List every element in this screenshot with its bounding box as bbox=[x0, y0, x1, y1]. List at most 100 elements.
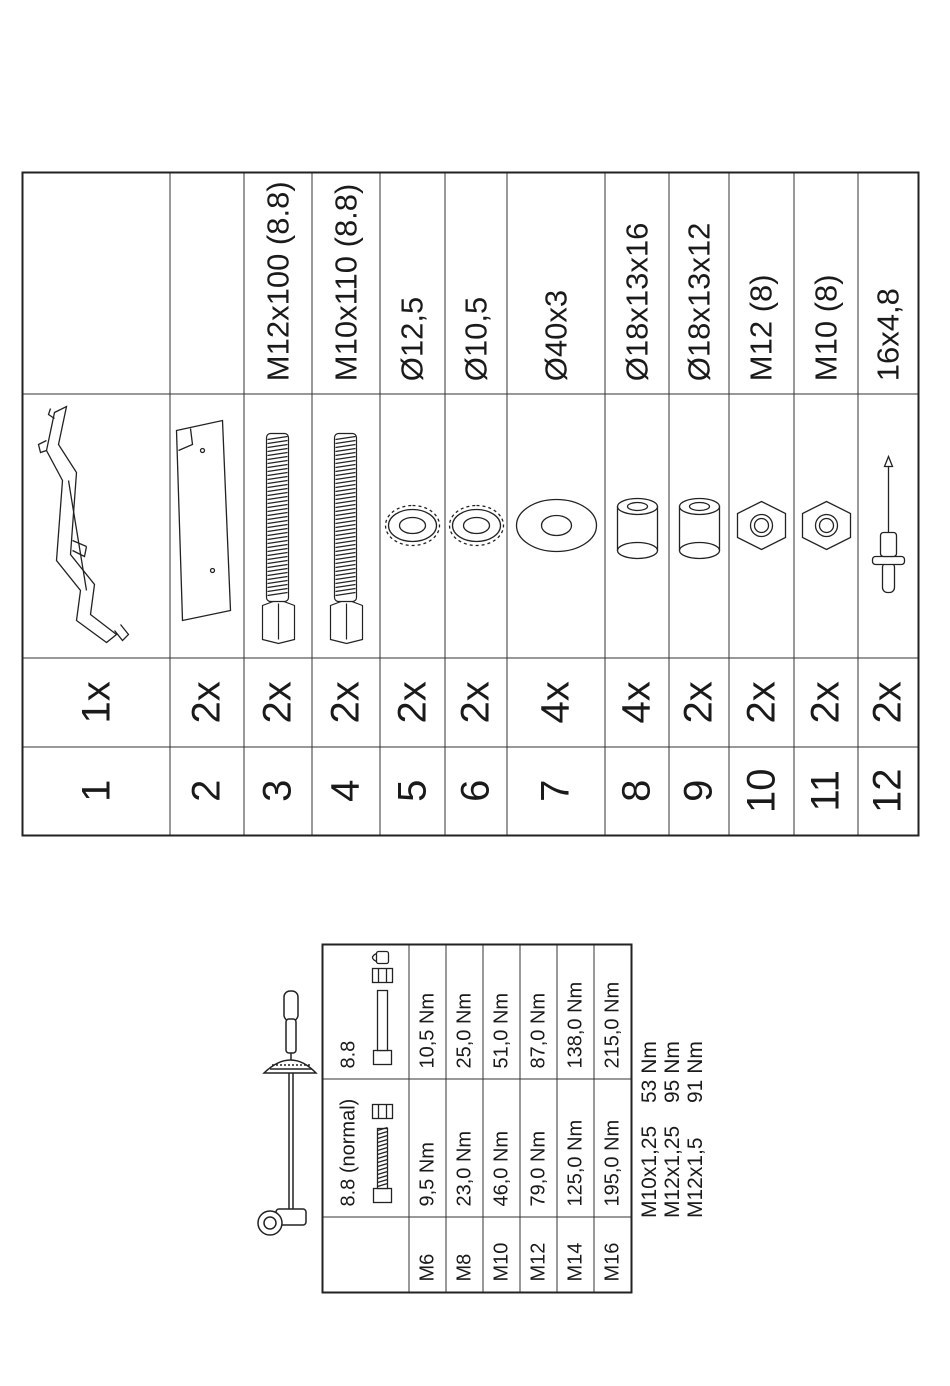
torque-selflock: 25,0 Nm bbox=[446, 945, 483, 1080]
torque-normal: 79,0 Nm bbox=[520, 1079, 557, 1218]
part-spec: M12 (8) bbox=[729, 173, 794, 395]
header-normal-label: 8.8 (normal) bbox=[337, 1098, 360, 1207]
part-spec: M12x100 (8.8) bbox=[244, 173, 312, 395]
nut-icon bbox=[794, 394, 858, 659]
torque-normal: 125,0 Nm bbox=[557, 1079, 594, 1218]
part-quantity: 2x bbox=[669, 658, 729, 748]
torque-normal: 9,5 Nm bbox=[409, 1079, 446, 1218]
part-spec: Ø18x13x16 bbox=[605, 173, 669, 395]
torque-selflock: 215,0 Nm bbox=[594, 945, 631, 1080]
torque-selflock: 10,5 Nm bbox=[409, 945, 446, 1080]
header-selflock: 8.8 bbox=[323, 945, 409, 1080]
part-number: 11 bbox=[803, 770, 848, 812]
part-quantity: 2x bbox=[729, 658, 794, 748]
parts-row: 2 2x bbox=[169, 173, 244, 835]
parts-table: 1 1x 2 2x 3 2x M12x100 (8.8) 4 2x M10x110 (8.8) 5 2… bbox=[21, 171, 920, 837]
part-number: 4 bbox=[323, 779, 368, 802]
part-spec: 16x4,8 bbox=[858, 173, 918, 395]
part-number: 2 bbox=[184, 779, 229, 802]
parts-row: 4 2x M10x110 (8.8) bbox=[311, 173, 380, 835]
part-number: 10 bbox=[739, 768, 783, 814]
torque-header-row: 8.8 (normal) 8.8 bbox=[323, 945, 409, 1292]
part-quantity: 4x bbox=[507, 658, 605, 748]
part-number: 3 bbox=[255, 779, 300, 802]
fine-thread-torque: 53 Nm bbox=[638, 1041, 661, 1103]
fine-thread-size: M12x1,25 bbox=[661, 1125, 684, 1218]
torque-selflock: 138,0 Nm bbox=[557, 945, 594, 1080]
nut-icon bbox=[729, 394, 794, 659]
fine-thread-torque: 95 Nm bbox=[661, 1041, 684, 1103]
header-selflock-label: 8.8 bbox=[337, 1040, 360, 1069]
lock-washer-icon bbox=[445, 394, 507, 659]
parts-row: 3 2x M12x100 (8.8) bbox=[243, 173, 312, 835]
part-spec: Ø12,5 bbox=[380, 173, 445, 395]
parts-row: 5 2x Ø12,5 bbox=[379, 173, 445, 835]
part-quantity: 2x bbox=[380, 658, 445, 748]
part-spec: M10x110 (8.8) bbox=[312, 173, 380, 395]
part-quantity: 2x bbox=[445, 658, 507, 748]
torque-selflock: 87,0 Nm bbox=[520, 945, 557, 1080]
plate-icon bbox=[170, 394, 244, 659]
torque-normal: 195,0 Nm bbox=[594, 1079, 631, 1218]
parts-row: 10 2x M12 (8) bbox=[728, 173, 794, 835]
thread-size: M10 bbox=[490, 1242, 512, 1282]
part-spec: Ø10,5 bbox=[445, 173, 507, 395]
thread-size: M12 bbox=[527, 1242, 549, 1282]
part-number: 1 bbox=[74, 779, 118, 802]
torque-normal: 23,0 Nm bbox=[446, 1079, 483, 1218]
part-number: 7 bbox=[533, 779, 578, 802]
lock-washer-icon bbox=[380, 394, 445, 659]
rivet-icon bbox=[858, 394, 918, 659]
parts-row: 7 4x Ø40x3 bbox=[506, 173, 605, 835]
part-spec: Ø40x3 bbox=[507, 173, 605, 395]
torque-normal: 46,0 Nm bbox=[483, 1079, 520, 1218]
fine-thread-row: M12x1,25 95 Nm bbox=[661, 1010, 684, 1218]
fine-thread-torque: 91 Nm bbox=[684, 1041, 707, 1103]
part-number: 6 bbox=[453, 779, 498, 802]
part-spec: M10 (8) bbox=[794, 173, 858, 395]
washer-icon bbox=[507, 394, 605, 659]
part-quantity: 1x bbox=[23, 658, 170, 748]
spacer-icon bbox=[605, 394, 669, 659]
thread-size: M8 bbox=[453, 1253, 475, 1282]
spacer-icon bbox=[669, 394, 729, 659]
part-quantity: 2x bbox=[858, 658, 918, 748]
part-quantity: 2x bbox=[312, 658, 380, 748]
thread-size: M16 bbox=[601, 1242, 623, 1282]
part-number: 5 bbox=[390, 779, 434, 802]
part-quantity: 2x bbox=[170, 658, 244, 748]
bracket-frame-icon bbox=[23, 394, 170, 659]
part-spec: Ø18x13x12 bbox=[669, 173, 729, 395]
part-number: 8 bbox=[614, 779, 659, 802]
torque-wrench-icon bbox=[257, 990, 318, 1236]
part-quantity: 2x bbox=[244, 658, 312, 748]
torque-specifications: 8.8 (normal) 8.8 bbox=[321, 943, 633, 1294]
part-number: 9 bbox=[676, 779, 721, 802]
parts-row: 1 1x bbox=[23, 173, 170, 835]
fine-thread-row: M10x1,25 53 Nm bbox=[638, 1010, 661, 1218]
thread-size: M6 bbox=[416, 1253, 438, 1282]
thread-size: M14 bbox=[564, 1242, 586, 1282]
header-empty bbox=[324, 1218, 409, 1292]
fine-thread-size: M12x1,5 bbox=[684, 1137, 707, 1218]
header-normal: 8.8 (normal) bbox=[323, 1079, 409, 1218]
parts-list: 1 1x 2 2x 3 2x M12x100 (8.8) 4 2x M10x110 (8.8) 5 2… bbox=[21, 171, 920, 837]
part-spec bbox=[170, 173, 244, 395]
torque-table: 8.8 (normal) 8.8 bbox=[321, 943, 633, 1294]
parts-row: 8 4x Ø18x13x16 bbox=[604, 173, 669, 835]
part-quantity: 4x bbox=[605, 658, 669, 748]
bolt-nut-icon bbox=[365, 1097, 399, 1207]
torque-selflock: 51,0 Nm bbox=[483, 945, 520, 1080]
fine-thread-size: M10x1,25 bbox=[638, 1125, 661, 1218]
bolt-icon bbox=[312, 394, 380, 659]
fine-thread-row: M12x1,5 91 Nm bbox=[684, 1010, 707, 1218]
